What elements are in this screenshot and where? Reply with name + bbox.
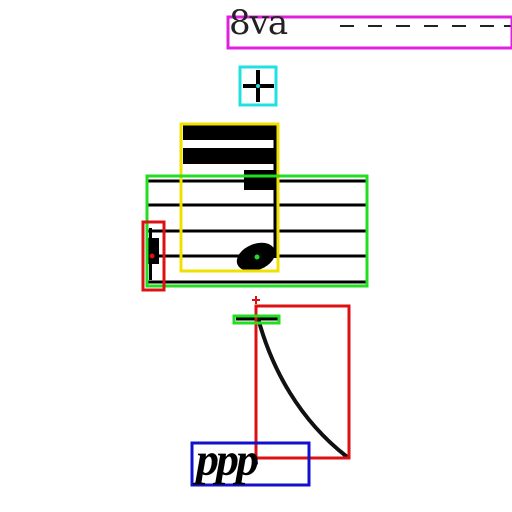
staff-bounding-box [145, 174, 369, 288]
dynamic-marking: ppp [196, 434, 259, 485]
ottava-label: 8va [229, 3, 288, 43]
slur-start-marker [252, 296, 260, 304]
accidental-center-dot [149, 253, 155, 259]
flags-bounding-box [179, 122, 280, 273]
ledger-bounding-box [232, 314, 281, 325]
dynamic-bounding-box [190, 441, 311, 487]
ottava-bounding-box [226, 15, 512, 50]
dynamic-center-dot [254, 461, 258, 465]
crosshair-bounding-box [238, 65, 278, 107]
crosshair-center-dot [256, 84, 260, 88]
note-head-center-dot [254, 254, 260, 260]
slur-curve [256, 316, 348, 458]
accidental-bounding-box [141, 220, 166, 292]
slur-bounding-box [254, 304, 351, 460]
